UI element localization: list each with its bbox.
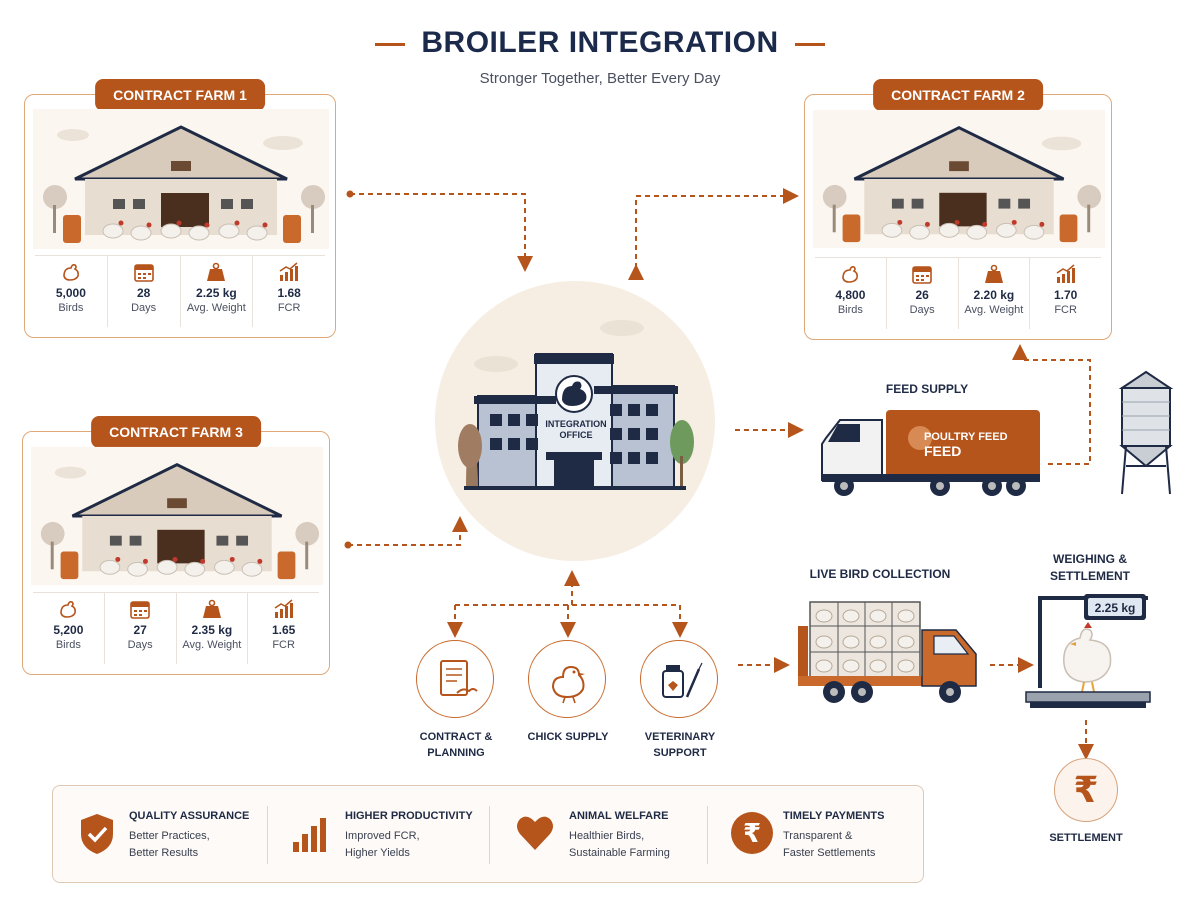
live-bird-collection-title: LIVE BIRD COLLECTION (809, 567, 951, 581)
chicken-icon (60, 601, 77, 618)
stat-weight: 2.25 kg Avg. Weight (179, 256, 253, 327)
title-dash-right (794, 42, 825, 46)
chart-icon (279, 262, 299, 281)
farm-title: CONTRACT FARM 2 (873, 79, 1043, 111)
stat-birds: 4,800 Birds (815, 258, 886, 329)
integration-office-illustration (435, 281, 715, 561)
weight-icon (984, 264, 1003, 283)
poultry-house-illustration (31, 446, 323, 586)
calendar-icon (130, 601, 150, 619)
title-text: BROILER INTEGRATION (421, 26, 779, 59)
arrow-farm1-office (350, 193, 533, 272)
service-contract-planning (416, 640, 494, 718)
arrow-office-farm2 (628, 188, 799, 280)
contract-icon (440, 660, 478, 696)
bar-growth-icon (293, 818, 326, 852)
stat-days: 28 Days (106, 256, 180, 327)
weighing-scale-illustration (1025, 594, 1151, 708)
service-chick-supply (528, 640, 606, 718)
scale-display-readout: 2.25 kg (1094, 601, 1136, 615)
service-vet-label: VETERINARY SUPPORT (644, 731, 716, 759)
chick-icon (551, 665, 585, 704)
poultry-house-illustration (813, 109, 1105, 249)
farm-title: CONTRACT FARM 1 (95, 79, 265, 111)
contract-farm-1-card: CONTRACT FARM 1 5,000 Birds 28 Days (24, 79, 336, 338)
calendar-icon (133, 264, 154, 282)
chicken-icon (842, 266, 859, 283)
connector-dot-farm1 (346, 190, 354, 198)
service-contract-label: CONTRACT & PLANNING (419, 731, 493, 759)
chicken-icon (63, 264, 79, 281)
weight-icon (202, 599, 221, 618)
benefit-higher-productivity: HIGHER PRODUCTIVITY Improved FCR,Higher … (269, 786, 489, 884)
feed-supply-title: FEED SUPPLY (885, 382, 969, 396)
settlement-badge: ₹ (1054, 758, 1118, 822)
stat-birds: 5,000 Birds (35, 256, 107, 327)
arrow-silo-farm2 (1012, 344, 1091, 465)
feed-truck-label: POULTRY FEED FEED (924, 431, 1008, 459)
weight-icon (207, 262, 226, 281)
connector-dot-farm3 (344, 541, 352, 549)
title-dash-left (375, 42, 406, 46)
feed-truck-illustration (821, 410, 1040, 496)
shield-check-icon (81, 814, 113, 854)
page-subtitle: Stronger Together, Better Every Day (479, 70, 721, 87)
heart-icon (517, 816, 553, 850)
live-bird-truck-illustration (798, 601, 977, 703)
stat-days: 27 Days (103, 593, 176, 664)
farm-stats: 5,200 Birds 27 Days 2.35 kg Avg. Weight … (33, 592, 319, 664)
chart-icon (1056, 264, 1075, 283)
contract-farm-2-card: CONTRACT FARM 2 4,800 Birds 26 Days (804, 79, 1112, 340)
farm-stats: 5,000 Birds 28 Days 2.25 kg Avg. Weight … (35, 255, 325, 327)
poultry-house-illustration (33, 109, 329, 249)
benefits-panel: QUALITY ASSURANCE Better Practices,Bette… (52, 785, 924, 883)
benefit-divider (489, 806, 490, 864)
page-title: BROILER INTEGRATION (0, 26, 1200, 60)
farm-title: CONTRACT FARM 3 (91, 416, 261, 448)
benefit-divider (267, 806, 268, 864)
service-veterinary-support (640, 640, 718, 718)
contract-farm-3-card: CONTRACT FARM 3 5,200 Birds 27 Days (22, 416, 330, 675)
settlement-label: SETTLEMENT (1049, 832, 1123, 844)
stat-fcr: 1.68 FCR (252, 256, 325, 327)
rupee-icon: ₹ (731, 812, 773, 854)
benefit-timely-payments: ₹ TIMELY PAYMENTS Transparent &Faster Se… (711, 786, 921, 884)
benefit-divider (707, 806, 708, 864)
farm-stats: 4,800 Birds 26 Days 2.20 kg Avg. Weight … (815, 257, 1101, 329)
weighing-title: WEIGHING & SETTLEMENT (1050, 552, 1130, 583)
vaccine-icon (662, 662, 703, 698)
stat-days: 26 Days (885, 258, 958, 329)
stat-fcr: 1.65 FCR (247, 593, 319, 664)
service-chick-label: CHICK SUPPLY (527, 731, 609, 743)
stat-weight: 2.20 kg Avg. Weight (957, 258, 1030, 329)
arrow-farm3-office (348, 516, 468, 546)
calendar-icon (912, 266, 932, 284)
benefit-animal-welfare: ANIMAL WELFARE Healthier Birds,Sustainab… (493, 786, 707, 884)
benefit-quality-assurance: QUALITY ASSURANCE Better Practices,Bette… (53, 786, 271, 884)
rupee-icon: ₹ (1073, 769, 1099, 810)
chart-icon (274, 599, 293, 618)
stat-fcr: 1.70 FCR (1029, 258, 1101, 329)
office-label: INTEGRATION OFFICE (545, 419, 607, 440)
stat-weight: 2.35 kg Avg. Weight (175, 593, 248, 664)
feed-silo-illustration (1118, 370, 1174, 495)
stat-birds: 5,200 Birds (33, 593, 104, 664)
